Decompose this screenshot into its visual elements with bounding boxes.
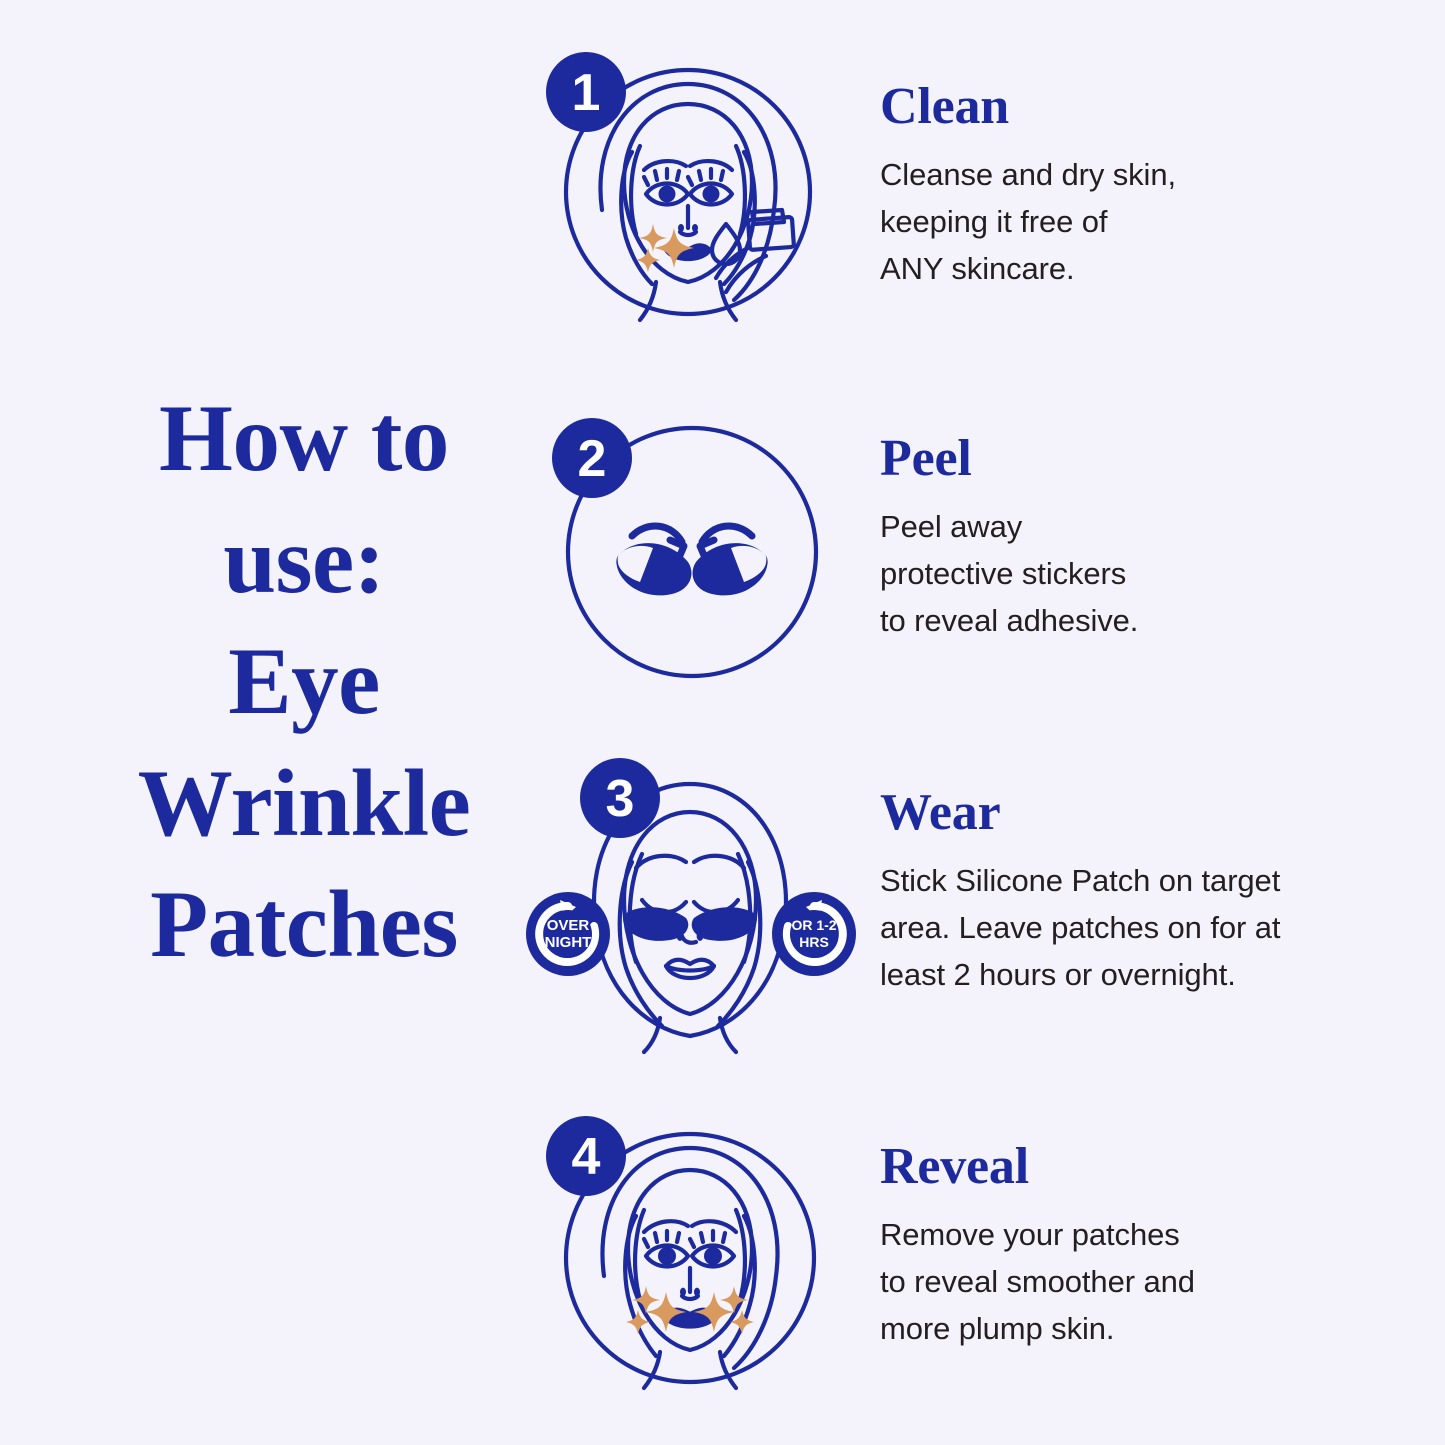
worn-patch-left xyxy=(623,907,689,941)
step-1-heading: Clean xyxy=(880,78,1010,135)
sparkle-group xyxy=(636,224,694,272)
page-title-line-3: Eye xyxy=(228,628,380,735)
step-1-body-line-3: ANY skincare. xyxy=(880,250,1075,286)
peel-arrow-left xyxy=(628,522,688,564)
worn-patch-right xyxy=(691,907,757,941)
step-2-number: 2 xyxy=(578,430,607,488)
page-title-line-5: Patches xyxy=(150,871,458,978)
peel-arrow-right xyxy=(696,522,756,564)
step-1-number-badge: 1 xyxy=(546,52,626,132)
step-3-heading: Wear xyxy=(880,784,1001,841)
step-1-copy: Clean Cleanse and dry skin, keeping it f… xyxy=(860,42,1420,292)
step-2: 2 Peel Peel away protective stickers to … xyxy=(520,400,1420,700)
page-title-line-4: Wrinkle xyxy=(137,749,471,856)
step-3: OVER NIGHT OR 1-2 HRS 3 xyxy=(520,750,1420,1055)
page-title: How to use: Eye Wrinkle Patches xyxy=(104,378,504,986)
sparkle-group xyxy=(626,1286,754,1334)
step-3-body-line-1: Stick Silicone Patch on target xyxy=(880,862,1281,898)
eye-patch-left xyxy=(616,543,692,596)
step-4-illustration: 4 xyxy=(520,1108,860,1408)
step-2-heading: Peel xyxy=(880,430,972,487)
timing-badge-hours: OR 1-2 HRS xyxy=(772,892,856,976)
eye-patch-right xyxy=(692,543,768,596)
step-2-body-line-1: Peel away xyxy=(880,508,1023,544)
step-4-number: 4 xyxy=(572,1128,601,1186)
step-4-heading: Reveal xyxy=(880,1138,1029,1195)
step-1-body-line-1: Cleanse and dry skin, xyxy=(880,156,1177,192)
step-3-copy: Wear Stick Silicone Patch on target area… xyxy=(860,750,1420,998)
step-2-body: Peel away protective stickers to reveal … xyxy=(880,503,1420,644)
step-4-body-line-1: Remove your patches xyxy=(880,1216,1180,1252)
step-3-body: Stick Silicone Patch on target area. Lea… xyxy=(880,857,1420,998)
step-4-body: Remove your patches to reveal smoother a… xyxy=(880,1211,1420,1352)
step-1: 1 Clean Cleanse and dry skin, keeping it… xyxy=(520,42,1420,342)
step-4-circle-frame xyxy=(563,1131,817,1385)
step-2-illustration: 2 xyxy=(520,400,860,700)
step-3-number: 3 xyxy=(606,770,635,828)
step-3-body-line-3: least 2 hours or overnight. xyxy=(880,956,1236,992)
step-2-circle-frame xyxy=(565,425,819,679)
page-title-line-2: use: xyxy=(223,506,385,613)
timing-badge-overnight-line-2: NIGHT xyxy=(545,934,592,951)
timing-badge-hours-line-1: OR 1-2 xyxy=(791,917,836,933)
step-4-copy: Reveal Remove your patches to reveal smo… xyxy=(860,1108,1420,1352)
step-4-body-line-2: to reveal smoother and xyxy=(880,1263,1195,1299)
step-1-body: Cleanse and dry skin, keeping it free of… xyxy=(880,151,1420,292)
step-2-number-badge: 2 xyxy=(552,418,632,498)
page-title-line-1: How to xyxy=(159,385,449,491)
step-3-illustration: OVER NIGHT OR 1-2 HRS 3 xyxy=(520,750,860,1060)
timing-badge-overnight: OVER NIGHT xyxy=(526,892,610,976)
step-2-copy: Peel Peel away protective stickers to re… xyxy=(860,400,1420,644)
step-4: 4 Reveal Remove your patches to reveal s… xyxy=(520,1108,1420,1408)
step-2-body-line-3: to reveal adhesive. xyxy=(880,602,1139,638)
step-4-number-badge: 4 xyxy=(546,1116,626,1196)
step-4-body-line-3: more plump skin. xyxy=(880,1310,1115,1346)
step-3-body-line-2: area. Leave patches on for at xyxy=(880,909,1281,945)
step-3-number-badge: 3 xyxy=(580,758,660,838)
step-1-number: 1 xyxy=(572,64,601,122)
step-1-circle-frame xyxy=(563,67,813,317)
step-1-body-line-2: keeping it free of xyxy=(880,203,1108,239)
step-1-illustration: 1 xyxy=(520,42,860,342)
timing-badge-overnight-line-1: OVER xyxy=(547,917,590,934)
step-2-body-line-2: protective stickers xyxy=(880,555,1127,591)
timing-badge-hours-line-2: HRS xyxy=(799,934,829,950)
